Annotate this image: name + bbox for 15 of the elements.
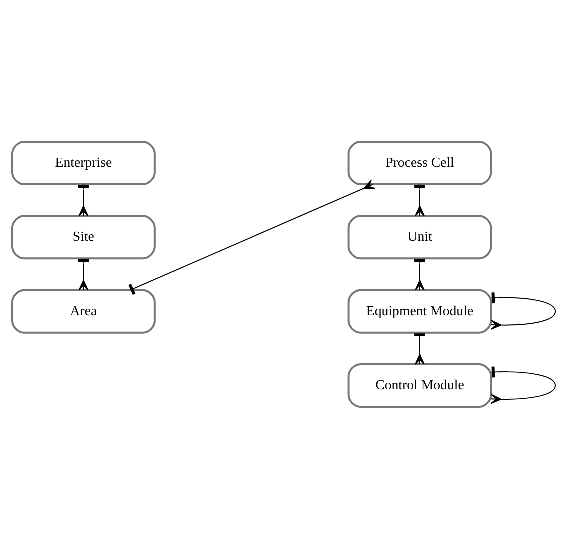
connector [490, 366, 556, 404]
connector [414, 184, 426, 217]
connector [490, 292, 556, 330]
connector [414, 332, 426, 365]
connector [78, 184, 90, 217]
connector [128, 180, 376, 296]
node-box: Control Module [348, 364, 492, 408]
node-box: Site [12, 215, 156, 260]
node-box: Unit [348, 215, 492, 260]
node-box: Equipment Module [348, 289, 492, 334]
connector [414, 258, 426, 291]
connector [78, 258, 90, 291]
node-box: Area [12, 289, 156, 334]
node-box: Process Cell [348, 140, 492, 186]
node-box: Enterprise [12, 140, 156, 186]
